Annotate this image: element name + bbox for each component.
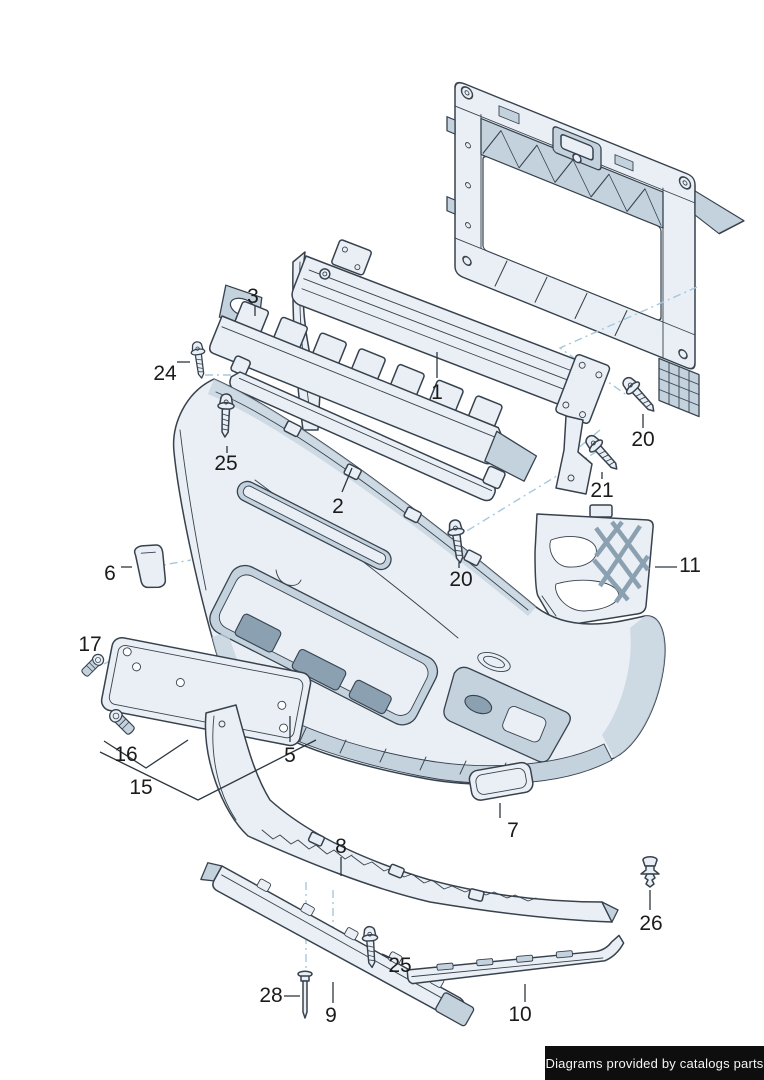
fastener-20a (618, 372, 661, 418)
side-bracket-part (534, 504, 654, 627)
spoiler-part (204, 704, 619, 923)
footer-credit-bar: Diagrams provided by catalogs parts (545, 1046, 764, 1080)
radiator-support-part (446, 81, 745, 418)
trim-strip-10-part (406, 934, 625, 985)
fastener-28 (297, 970, 313, 1019)
trim-strip-9-part (200, 862, 475, 1027)
footer-credit-text: Diagrams provided by catalogs parts (545, 1055, 764, 1071)
impact-absorber-part (208, 284, 538, 482)
tow-eye-cover-part (133, 544, 167, 589)
leader-lines (99, 306, 677, 1003)
washer-cover-part (468, 761, 534, 801)
license-plate-bracket-part (100, 636, 312, 747)
fastener-24 (189, 340, 210, 380)
lower-stiffener-part (229, 355, 506, 502)
fastener-26 (640, 856, 660, 888)
fastener-17 (79, 651, 107, 679)
